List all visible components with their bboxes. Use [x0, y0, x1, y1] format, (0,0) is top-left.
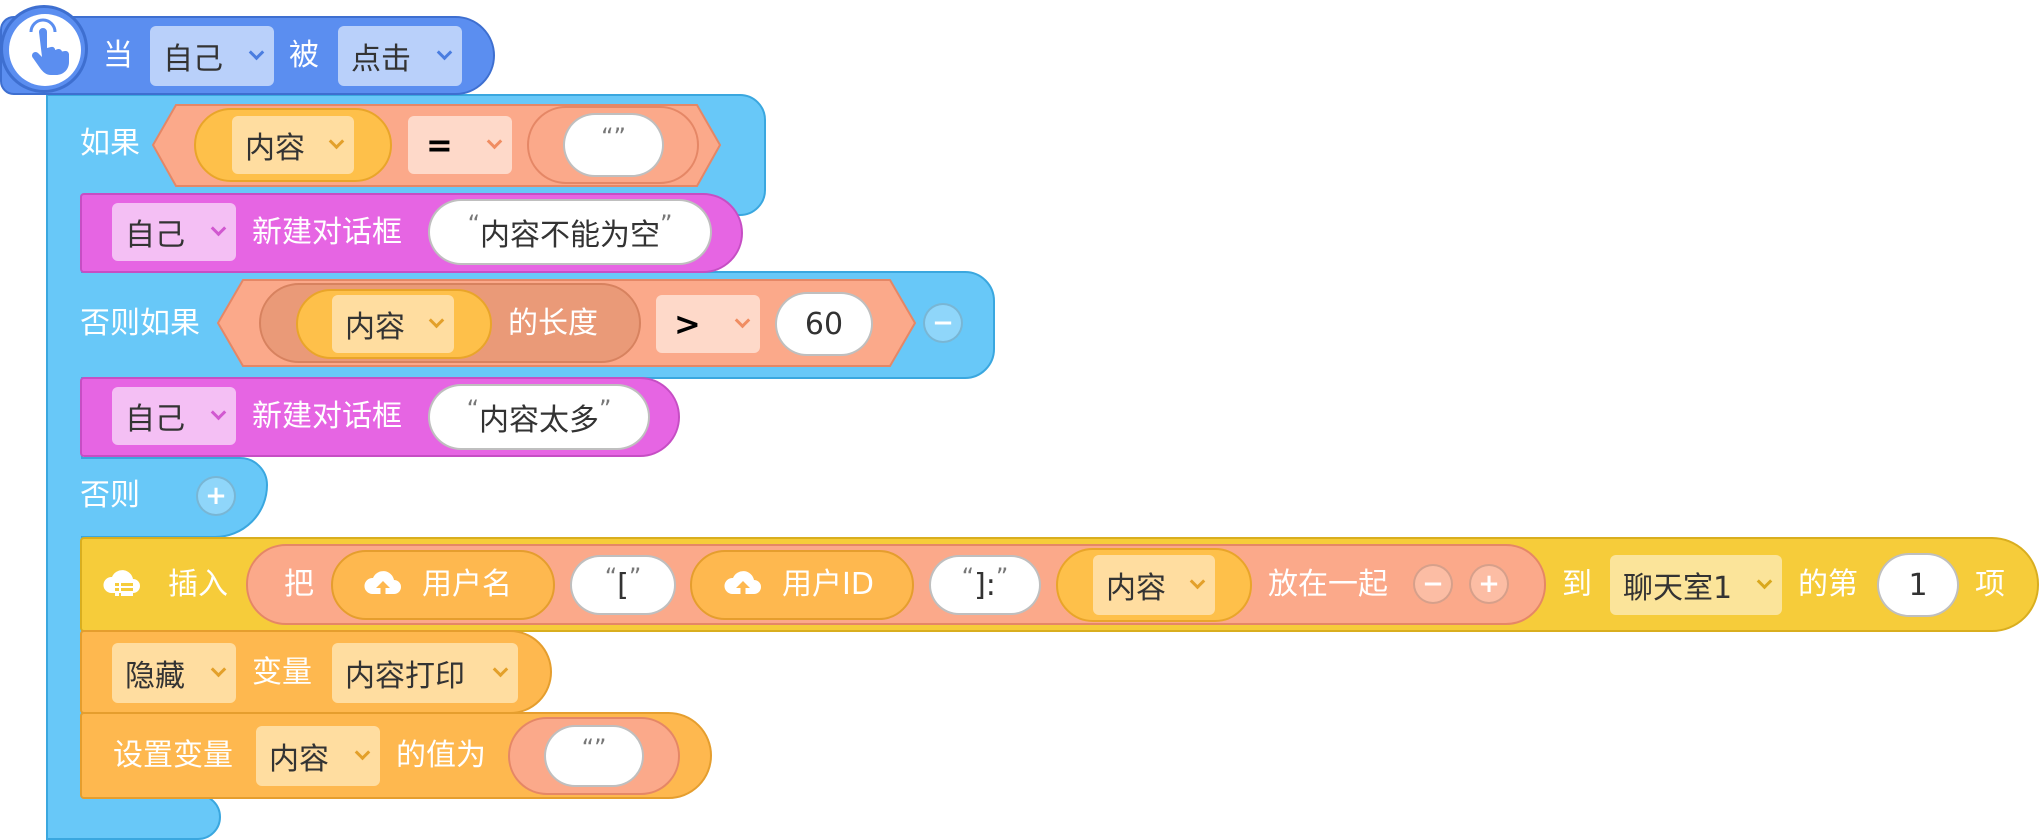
elseif-op-value: > [674, 305, 701, 343]
bracket-close-input[interactable]: “]:” [929, 555, 1041, 615]
dialog2-text-value: 内容太多 [479, 403, 599, 438]
chevron-down-icon [486, 133, 503, 150]
chevron-down-icon [210, 220, 227, 237]
bracket-open-value: [ [617, 567, 629, 603]
open-quote-icon: “ [601, 123, 614, 151]
insert-the-label: 的第 [1798, 567, 1858, 602]
event-target-dropdown[interactable]: 自己 [150, 26, 274, 86]
close-quote-icon: ” [599, 395, 612, 423]
insert-item-label: 项 [1975, 567, 2005, 602]
open-quote-icon: “ [581, 734, 594, 762]
dialog1-text-input[interactable]: “内容不能为空” [428, 199, 712, 265]
chevron-down-icon [492, 661, 509, 678]
chevron-down-icon [210, 661, 227, 678]
open-quote-icon: “ [467, 210, 480, 238]
index-input[interactable]: 1 [1877, 553, 1959, 617]
elseif-var-dropdown[interactable]: 内容 [332, 295, 454, 353]
elseif-value-text: 60 [804, 306, 844, 342]
insert-to-label: 到 [1562, 567, 1592, 602]
hide-var-value: 内容打印 [345, 659, 465, 694]
dialog1-text-value: 内容不能为空 [480, 218, 660, 253]
close-quote-icon: ” [613, 123, 626, 151]
username-label: 用户名 [422, 567, 512, 602]
event-icon-circle [9, 14, 81, 86]
event-action-value: 点击 [351, 42, 411, 77]
length-label: 的长度 [508, 306, 598, 341]
if-label: 如果 [80, 126, 140, 161]
elseif-var-value: 内容 [345, 310, 405, 345]
dialog2-target-dropdown[interactable]: 自己 [112, 387, 236, 445]
cloud-upload-icon [724, 571, 761, 596]
dialog2-target-value: 自己 [125, 402, 185, 437]
list-dropdown[interactable]: 聊天室1 [1610, 555, 1782, 615]
open-quote-icon: “ [604, 563, 618, 591]
join-remove-button[interactable]: − [1413, 564, 1453, 604]
cloud-list-icon [103, 570, 140, 596]
hide-var-dropdown[interactable]: 内容打印 [332, 643, 518, 703]
userid-label: 用户ID [782, 567, 874, 602]
if-var-value: 内容 [245, 131, 305, 166]
hide-action-value: 隐藏 [125, 659, 185, 694]
if-op-value: = [426, 126, 453, 164]
dialog1-target-dropdown[interactable]: 自己 [112, 203, 236, 261]
chevron-down-icon [210, 404, 227, 421]
insert-label: 插入 [168, 567, 228, 602]
list-value: 聊天室1 [1623, 571, 1733, 606]
close-quote-icon: ” [628, 563, 642, 591]
else-label: 否则 [80, 478, 140, 513]
hand-pointer-icon [29, 18, 69, 75]
chevron-down-icon [1189, 573, 1206, 590]
close-quote-icon: ” [995, 563, 1009, 591]
open-quote-icon: “ [466, 395, 479, 423]
elseif-label: 否则如果 [80, 306, 200, 341]
join-put-label: 把 [284, 567, 314, 602]
chevron-down-icon [248, 44, 265, 61]
set-value-label: 的值为 [396, 738, 486, 773]
elseif-value-input[interactable]: 60 [775, 292, 873, 356]
cloud-upload-icon [364, 571, 401, 596]
if-var-dropdown[interactable]: 内容 [232, 116, 354, 174]
chevron-down-icon [436, 44, 453, 61]
else-add-button[interactable]: + [196, 476, 236, 516]
dialog2-text-input[interactable]: “内容太多” [428, 384, 650, 450]
event-action-dropdown[interactable]: 点击 [338, 26, 462, 86]
join-add-button[interactable]: + [1469, 564, 1509, 604]
bracket-close-value: ]: [974, 567, 996, 603]
set-value-input[interactable]: “” [544, 725, 644, 787]
join-label: 放在一起 [1268, 567, 1388, 602]
bracket-open-input[interactable]: “[” [570, 555, 676, 615]
event-be-label: 被 [289, 38, 319, 73]
event-target-value: 自己 [163, 42, 223, 77]
chevron-down-icon [1756, 573, 1773, 590]
hide-variable-label: 变量 [252, 655, 312, 690]
open-quote-icon: “ [961, 563, 975, 591]
if-value-input[interactable]: “” [563, 113, 664, 177]
chevron-down-icon [734, 312, 751, 329]
set-var-value: 内容 [269, 742, 329, 777]
event-when-label: 当 [103, 38, 133, 73]
set-variable-label: 设置变量 [113, 738, 233, 773]
dialog1-target-value: 自己 [125, 218, 185, 253]
index-value: 1 [1908, 567, 1928, 603]
elseif-op-dropdown[interactable]: > [656, 295, 760, 353]
close-quote-icon: ” [660, 210, 673, 238]
chevron-down-icon [354, 744, 371, 761]
content-dropdown[interactable]: 内容 [1093, 555, 1215, 615]
if-op-dropdown[interactable]: = [408, 116, 512, 174]
content-value: 内容 [1106, 571, 1166, 606]
set-var-dropdown[interactable]: 内容 [256, 726, 380, 786]
dialog2-label: 新建对话框 [252, 399, 402, 434]
close-quote-icon: ” [594, 734, 607, 762]
dialog1-label: 新建对话框 [252, 215, 402, 250]
hide-action-dropdown[interactable]: 隐藏 [112, 643, 236, 703]
chevron-down-icon [428, 312, 445, 329]
elseif-remove-button[interactable]: − [923, 303, 963, 343]
chevron-down-icon [328, 133, 345, 150]
